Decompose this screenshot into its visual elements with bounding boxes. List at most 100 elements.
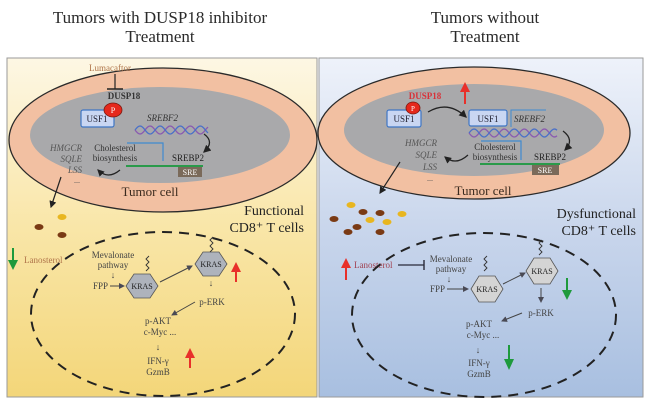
right-sre-label: SRE <box>538 166 553 175</box>
left-phospho-label: P <box>111 106 116 115</box>
right-pakt-label: p-AKT <box>466 319 492 329</box>
left-gene-2: LSS <box>67 165 83 175</box>
left-gene-1: SQLE <box>60 154 82 164</box>
right-lanosterol-up-arrow <box>341 258 351 280</box>
right-kras2-label: KRAS <box>531 267 552 276</box>
right-panel-title: Tumors without Treatment <box>325 8 645 46</box>
right-dusp18-label: DUSP18 <box>409 91 442 101</box>
right-secretion-arrow <box>379 161 401 195</box>
right-gene-0: HMGCR <box>404 138 437 148</box>
left-perk-label: p-ERK <box>199 297 225 307</box>
right-usf1-translocation-arrow <box>427 106 467 118</box>
right-phospho-icon <box>405 101 421 115</box>
metabolite-dot <box>343 229 353 235</box>
right-perk-label: p-ERK <box>528 308 554 318</box>
left-tcell-membrane <box>30 231 296 397</box>
metabolite-dot <box>346 202 356 208</box>
right-phospho-label: P <box>411 105 415 113</box>
left-kras1-anchor <box>145 255 150 272</box>
right-sre-box <box>532 165 559 175</box>
right-fpp-label: FPP <box>430 284 445 294</box>
right-tss-bracket <box>510 109 546 127</box>
right-mev-arrow: ↓ <box>447 274 452 284</box>
right-gene-1: SQLE <box>415 150 437 160</box>
left-metabolite-dots <box>34 214 67 238</box>
right-gene-3: ... <box>427 174 433 183</box>
right-chol-bracket <box>481 140 522 160</box>
right-usf1-bound-label: USF1 <box>477 114 498 124</box>
metabolite-dot <box>397 211 407 217</box>
right-chol-to-genes-arrow <box>444 154 469 164</box>
right-kras1-hexagon <box>470 275 504 303</box>
right-chol-line2: biosynthesis <box>473 152 518 162</box>
metabolite-dot <box>382 219 392 225</box>
left-secretion-arrow <box>49 176 62 209</box>
right-lanosterol-label: Lanosterol <box>354 260 393 270</box>
left-usf1-label: USF1 <box>86 114 107 124</box>
right-usf1-label: USF1 <box>393 114 414 124</box>
right-mev-line2: pathway <box>436 264 467 274</box>
metabolite-dot <box>57 232 67 238</box>
left-gene-3: ... <box>74 176 80 185</box>
left-kras-up-arrow <box>231 262 241 282</box>
left-chol-line1: Cholesterol <box>94 143 136 153</box>
dna-strand <box>468 128 558 138</box>
left-gzmb-label: GzmB <box>146 367 170 377</box>
left-dna-helix <box>134 125 209 135</box>
left-chol-bracket <box>127 142 164 161</box>
left-kras-down-arrow: ↓ <box>209 278 214 288</box>
right-metabolite-dots <box>329 202 407 235</box>
metabolite-dot <box>352 224 362 230</box>
left-mev-line2: pathway <box>98 260 129 270</box>
left-kras1-hexagon <box>125 273 159 299</box>
left-perk-arrow <box>171 301 196 316</box>
right-cmyc-label: c-Myc ... <box>467 330 500 340</box>
right-dusp18-up-arrow <box>460 82 470 104</box>
left-kras-activation-arrow <box>159 265 193 283</box>
right-kras-down-arrow <box>562 278 572 300</box>
left-kras2-label: KRAS <box>200 260 221 269</box>
right-title-line1: Tumors without <box>430 8 540 27</box>
right-kras1-label: KRAS <box>476 285 497 294</box>
right-perk-arrow <box>501 312 523 322</box>
metabolite-dot <box>365 217 375 223</box>
right-tcell-membrane <box>351 232 617 398</box>
left-fpp-label: FPP <box>93 281 108 291</box>
right-effector-down-arrow <box>504 345 514 370</box>
dna-strand <box>134 125 209 135</box>
left-kras1-label: KRAS <box>131 282 152 291</box>
left-title-line2: Treatment <box>125 27 195 46</box>
right-srebf2-arrow <box>562 130 573 151</box>
left-chol-line2: biosynthesis <box>93 153 138 163</box>
left-gene-0: HMGCR <box>49 143 82 153</box>
right-dna-helix <box>468 128 558 138</box>
left-srebp2-label: SREBP2 <box>172 153 204 163</box>
left-tumor-cell-label: Tumor cell <box>122 184 179 199</box>
left-lanosterol-label: Lanosterol <box>24 255 63 265</box>
right-effector-arrow: ↓ <box>476 345 481 355</box>
right-nucleus <box>344 84 604 176</box>
right-chol-line1: Cholesterol <box>474 142 516 152</box>
left-panel-title: Tumors with DUSP18 inhibitor Treatment <box>0 8 320 46</box>
metabolite-dot <box>375 229 385 235</box>
right-kras2-anchor <box>538 239 543 256</box>
right-tcell-line2: CD8⁺ T cells <box>561 224 636 239</box>
right-kras2-hexagon <box>525 257 559 285</box>
dna-strand <box>468 128 558 138</box>
left-srebf2-label: SREBF2 <box>147 113 178 123</box>
metabolite-dot <box>375 210 385 216</box>
right-tcell-line1: Dysfunctional <box>557 207 636 222</box>
right-title-line2: Treatment <box>450 27 520 46</box>
right-mev-line1: Mevalonate <box>430 254 472 264</box>
right-tumor-cell <box>317 66 631 200</box>
left-tcell-line2: CD8⁺ T cells <box>229 221 304 236</box>
left-effector-up-arrow <box>185 348 195 368</box>
metabolite-dot <box>57 214 67 220</box>
right-gzmb-label: GzmB <box>467 369 491 379</box>
left-sre-box <box>178 167 202 177</box>
left-kras2-hexagon <box>194 251 228 277</box>
left-title-line1: Tumors with DUSP18 inhibitor <box>52 8 268 27</box>
left-phospho-icon <box>103 102 123 118</box>
left-mev-line1: Mevalonate <box>92 250 134 260</box>
